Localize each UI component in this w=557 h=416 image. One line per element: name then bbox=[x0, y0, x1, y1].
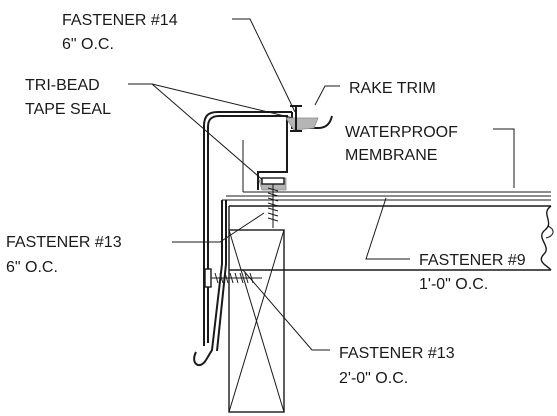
label-fastener-13-upper-line2: 6" O.C. bbox=[6, 259, 58, 276]
fastener-13-horizontal bbox=[204, 268, 262, 288]
label-fastener-14-line1: FASTENER #14 bbox=[62, 12, 178, 29]
fastener-13-vertical-head bbox=[261, 177, 285, 185]
flashing-outer bbox=[205, 200, 223, 361]
label-rake-trim: RAKE TRIM bbox=[349, 80, 436, 97]
fastener-13-horizontal-threads bbox=[214, 272, 254, 284]
rake-trim-inner bbox=[207, 115, 288, 343]
fastener-13-vertical bbox=[261, 177, 285, 228]
leader-lines bbox=[128, 18, 515, 351]
label-membrane-line2: MEMBRANE bbox=[345, 147, 437, 164]
flashing-inner bbox=[216, 200, 227, 352]
label-fastener-13-upper: FASTENER #13 6" O.C. bbox=[6, 234, 122, 276]
label-tri-bead-line2: TAPE SEAL bbox=[25, 101, 111, 118]
rake-trim-top-flange bbox=[291, 112, 333, 129]
label-rake-trim-line1: RAKE TRIM bbox=[349, 80, 436, 97]
label-waterproof-membrane: WATERPROOF MEMBRANE bbox=[345, 124, 458, 164]
fastener-14 bbox=[290, 105, 302, 132]
label-fastener-9: FASTENER #9 1'-0" O.C. bbox=[419, 252, 526, 293]
rafter-break-line bbox=[540, 205, 552, 271]
label-fastener-13-lower-line2: 2'-0" O.C. bbox=[339, 370, 408, 387]
label-fastener-14-line2: 6" O.C. bbox=[62, 36, 114, 53]
post-cross-2 bbox=[228, 229, 285, 413]
leader-fastener-9 bbox=[365, 197, 410, 260]
tape-seal-upper bbox=[285, 117, 319, 131]
waterproof-membrane-layers bbox=[222, 140, 551, 201]
label-tri-bead-line1: TRI-BEAD bbox=[25, 77, 100, 94]
label-fastener-9-line1: FASTENER #9 bbox=[419, 252, 526, 269]
label-membrane-line1: WATERPROOF bbox=[345, 124, 458, 141]
leader-fastener-13-lower bbox=[242, 269, 330, 351]
fascia-flashing bbox=[193, 200, 227, 367]
post-outline bbox=[228, 229, 285, 413]
label-fastener-13-upper-line1: FASTENER #13 bbox=[6, 234, 122, 251]
rake-trim bbox=[203, 111, 333, 346]
leader-waterproof-membrane bbox=[493, 128, 515, 188]
label-fastener-14: FASTENER #14 6" O.C. bbox=[62, 12, 178, 53]
rake-trim-outer bbox=[203, 111, 292, 346]
label-fastener-13-lower-line1: FASTENER #13 bbox=[339, 345, 455, 362]
label-tri-bead-tape-seal: TRI-BEAD TAPE SEAL bbox=[25, 77, 111, 118]
leader-rake-trim bbox=[314, 85, 340, 106]
rafter-deck bbox=[228, 205, 554, 271]
rafter-break-curl bbox=[545, 225, 554, 239]
label-fastener-9-line2: 1'-0" O.C. bbox=[419, 276, 488, 293]
flashing-hem bbox=[193, 351, 207, 367]
leader-fastener-13-upper bbox=[172, 212, 265, 243]
leader-fastener-14 bbox=[232, 18, 296, 113]
fastener-13-vertical-threads bbox=[267, 187, 279, 222]
label-fastener-13-lower: FASTENER #13 2'-0" O.C. bbox=[339, 345, 455, 387]
wood-blocking-post bbox=[228, 229, 285, 413]
fastener-13-horizontal-head bbox=[204, 268, 212, 288]
